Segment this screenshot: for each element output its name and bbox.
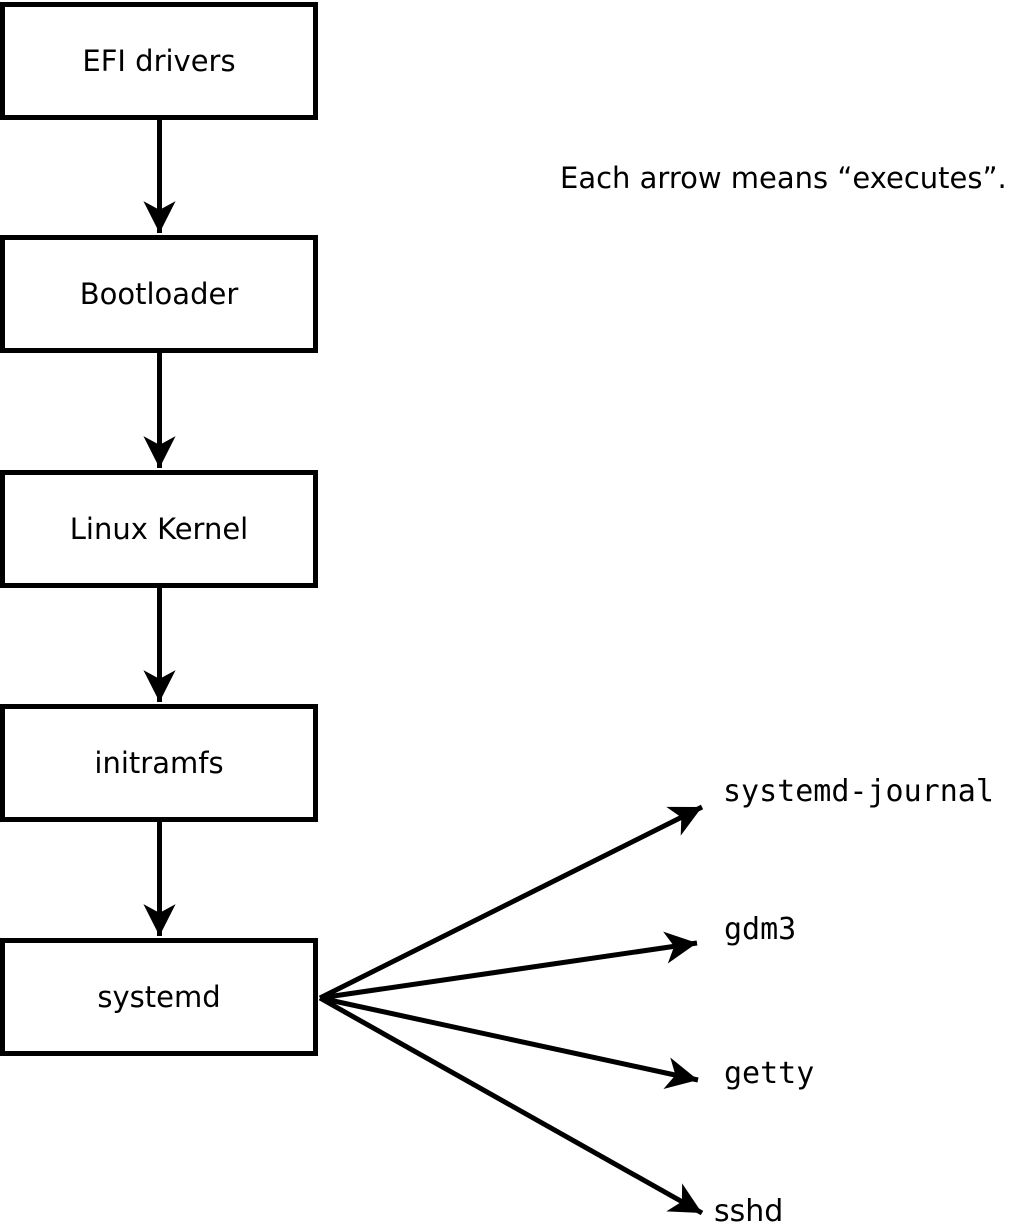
node-linux-kernel-label: Linux Kernel <box>69 511 249 546</box>
node-efi-drivers: EFI drivers <box>0 2 318 120</box>
label-gdm3: gdm3 <box>724 912 797 947</box>
label-sshd: sshd <box>714 1194 784 1229</box>
node-bootloader: Bootloader <box>0 235 318 353</box>
label-systemd-journal: systemd-journal <box>723 774 994 809</box>
node-systemd-label: systemd <box>97 979 221 1014</box>
node-bootloader-label: Bootloader <box>79 276 239 311</box>
node-efi-drivers-label: EFI drivers <box>82 43 236 78</box>
label-getty: getty <box>724 1056 815 1091</box>
arrow-systemd-to-getty <box>319 995 699 1089</box>
node-initramfs-label: initramfs <box>94 745 224 780</box>
annotation-executes: Each arrow means “executes”. <box>560 161 1007 195</box>
arrow-systemd-to-sshd <box>318 995 704 1216</box>
node-initramfs: initramfs <box>0 704 318 822</box>
node-systemd: systemd <box>0 938 318 1056</box>
node-linux-kernel: Linux Kernel <box>0 470 318 588</box>
arrow-systemd-to-journal <box>318 804 704 1001</box>
arrow-systemd-to-gdm3 <box>319 931 698 1001</box>
